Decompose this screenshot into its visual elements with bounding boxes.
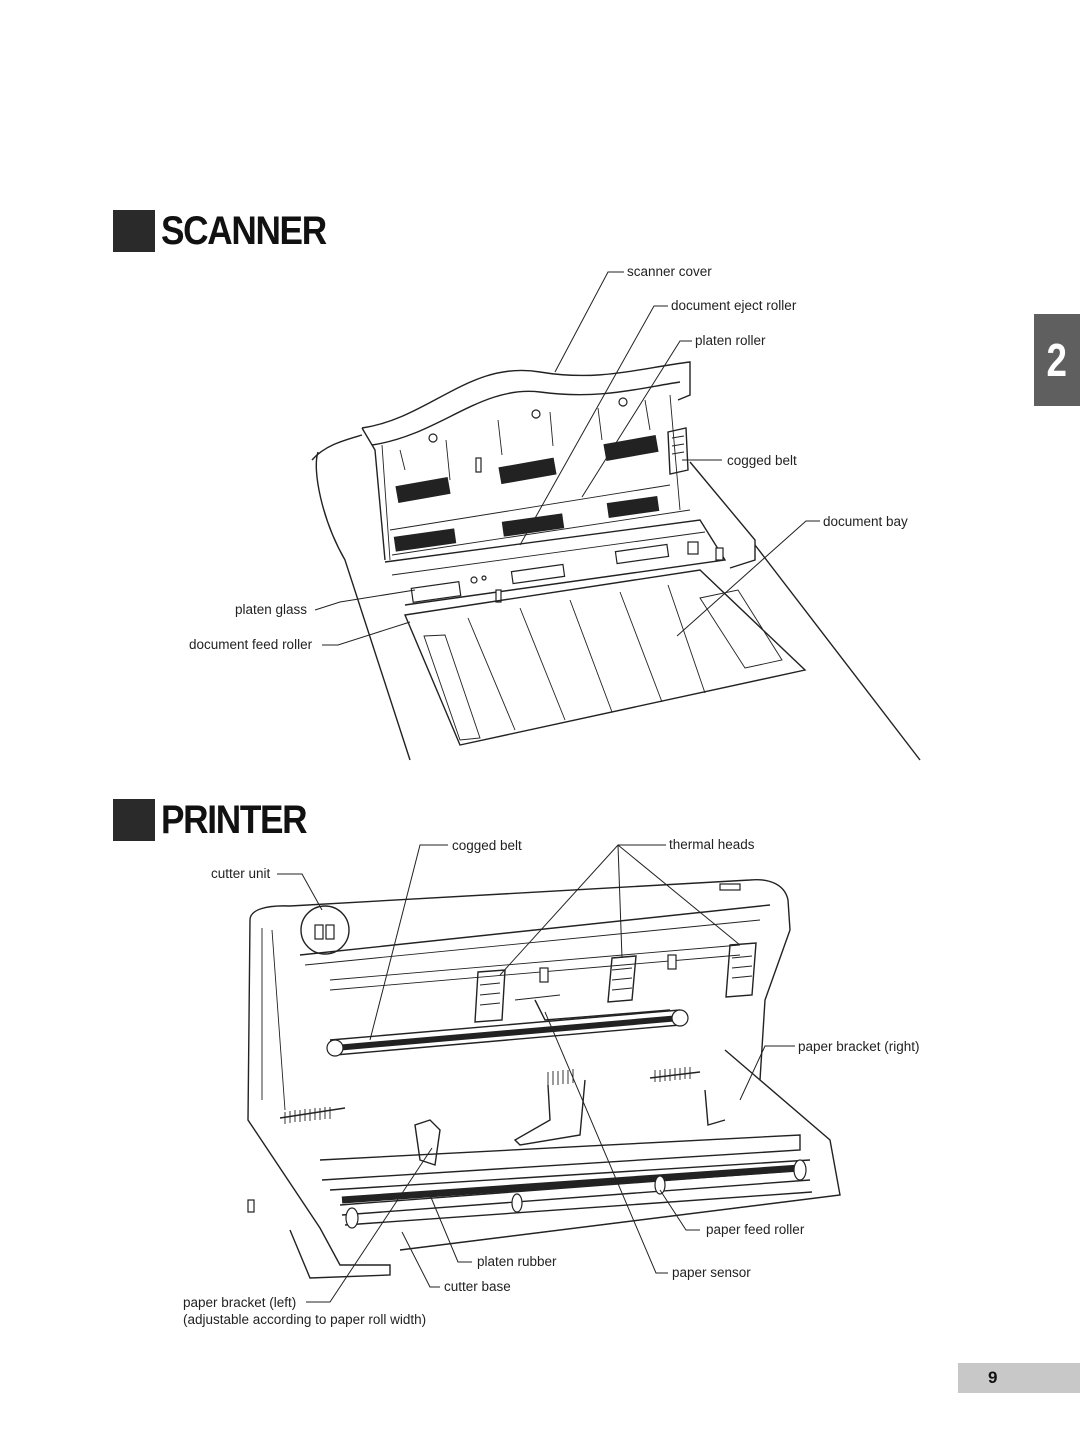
label-paper-sensor: paper sensor (672, 1265, 751, 1280)
label-platen-glass: platen glass (235, 602, 308, 617)
label-cutter-unit: cutter unit (211, 866, 271, 881)
label-platen-rubber: platen rubber (477, 1254, 557, 1269)
label-scanner-cover: scanner cover (627, 264, 712, 279)
heading-block-icon (113, 799, 155, 841)
label-paper-bracket-left: paper bracket (left) (183, 1295, 297, 1310)
printer-heading: PRINTER (113, 797, 326, 842)
scanner-heading: SCANNER (113, 208, 348, 253)
heading-block-icon (113, 210, 155, 252)
label-printer-cogged-belt: cogged belt (452, 838, 522, 853)
page-number: 9 (988, 1368, 998, 1387)
chapter-tab: 2 (1034, 314, 1080, 406)
scanner-title: SCANNER (161, 208, 327, 253)
label-document-bay: document bay (823, 514, 908, 529)
page-number-box: 9 (958, 1363, 1080, 1393)
label-paper-bracket-right: paper bracket (right) (798, 1039, 920, 1054)
chapter-number: 2 (1046, 334, 1068, 386)
label-paper-bracket-left-note: (adjustable according to paper roll widt… (183, 1312, 427, 1327)
scanner-illustration (311, 271, 921, 761)
printer-illustration (247, 844, 841, 1303)
label-thermal-heads: thermal heads (669, 837, 755, 852)
label-scanner-cogged-belt: cogged belt (727, 453, 797, 468)
label-cutter-base: cutter base (444, 1279, 511, 1294)
label-platen-roller: platen roller (695, 333, 766, 348)
label-paper-feed-roller: paper feed roller (706, 1222, 805, 1237)
label-document-feed-roller: document feed roller (189, 637, 313, 652)
label-document-eject-roller: document eject roller (671, 298, 797, 313)
printer-title: PRINTER (161, 797, 308, 842)
